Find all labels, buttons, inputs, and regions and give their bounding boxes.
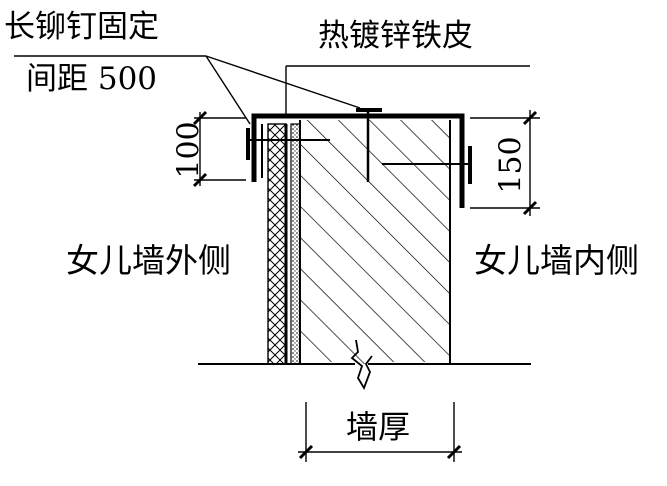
rivet-outer [246,128,330,160]
wall-break-symbol [350,339,373,391]
sheet-leader-line [285,65,530,114]
dimension-150-text: 150 [493,136,529,194]
rivet-top [356,108,382,182]
insulation-layer [290,123,301,365]
dimension-150 [470,110,540,216]
outer-cladding-layer [267,123,287,365]
dimension-100 [192,110,246,188]
galvanized-sheet-cap [251,113,465,208]
rivet-fixing-label: 长铆钉固定 [4,9,159,45]
parapet-outer-side-label: 女儿墙外侧 [66,241,231,280]
rivet-leader-lines [14,55,361,125]
dimension-100-text: 100 [171,121,207,179]
masonry-wall [299,120,451,391]
rivet-inner [382,146,472,184]
parapet-inner-side-label: 女儿墙内侧 [474,241,639,280]
wall-thickness-label: 墙厚 [346,408,411,446]
galvanized-sheet-label: 热镀锌铁皮 [318,18,473,54]
dimension-wall-thickness [298,402,462,462]
rivet-spacing-label: 间距 500 [26,61,158,97]
